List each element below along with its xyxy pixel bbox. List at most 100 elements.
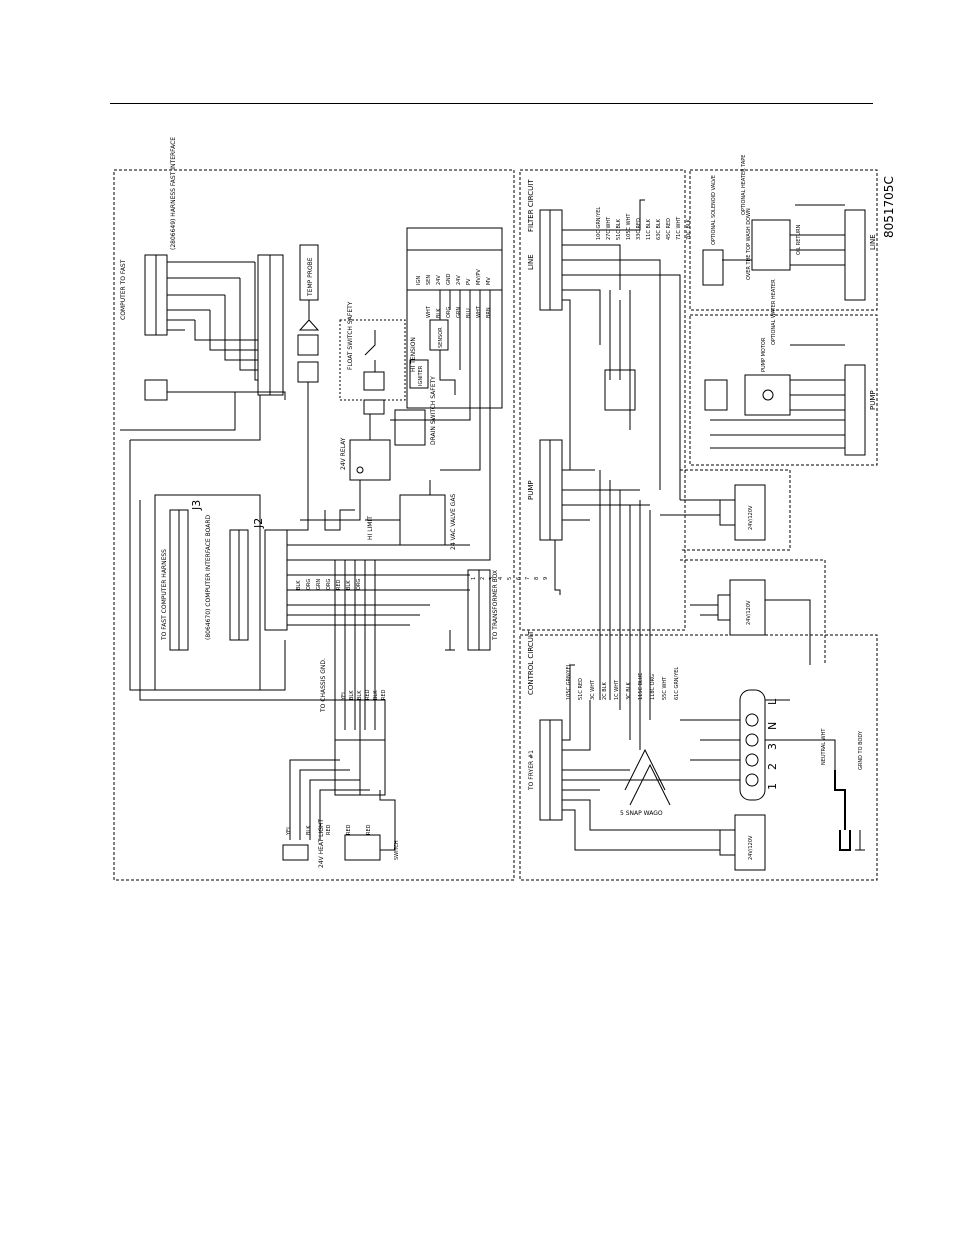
transformer-pin-label: 3 (489, 577, 495, 580)
heat-light-label: 24V HEAT LIGHT (318, 819, 325, 868)
filter-wire-label: 10C GRN/YEL (596, 207, 602, 240)
transformer-pin-label: 5 (507, 577, 513, 580)
light-wire-label: RED (366, 824, 372, 835)
transformer-rating-3: 24V/120V (748, 835, 754, 860)
filter-wire-label: 51C BLK (616, 218, 622, 240)
control-circuit-title: CONTROL CIRCUIT (527, 630, 535, 695)
harness-connector-2pin (144, 379, 168, 401)
filter-circuit-box (519, 169, 686, 631)
filter-wire-label: 27C WHT (606, 216, 612, 240)
hi-tension-box (406, 227, 503, 409)
chassis-wire-label: YEL (341, 691, 347, 701)
igniter-box (409, 359, 429, 389)
transformer-rating-2: 24V/120V (746, 600, 752, 625)
transformer-wire-label: ORG (306, 579, 312, 590)
transformer-pin-label: 8 (534, 577, 540, 580)
light-wire-label: RED (346, 824, 352, 835)
float-switch-label: FLOAT SWITCH SAFETY (347, 301, 354, 370)
filter-wire-label: 33C RED (636, 218, 642, 240)
line-option-label: LINE (869, 234, 877, 250)
gas-pin-label: IGN (416, 276, 422, 285)
transformer-pin-label: 4 (498, 577, 504, 580)
transformer-wire-label: ORG (326, 579, 332, 590)
filter-wire-label: 70C BLK (686, 218, 692, 240)
neutral-label: NEUTRAL WHT (821, 728, 827, 765)
switch (344, 834, 381, 861)
power-cord (834, 770, 851, 851)
to-fryer-label: TO FRYER #1 (528, 750, 535, 791)
filter-wire-label: 105C WHT (626, 213, 632, 240)
terminal-letter-2: 2 (766, 763, 779, 770)
relay-24v (349, 439, 391, 481)
gas-pin-label: SEN (426, 275, 432, 285)
transformer-pin-label: 9 (543, 577, 549, 580)
over-top-wash-label: OVER THE TOP WASH DOWN (746, 208, 752, 280)
control-wire-label: 118C ORG (650, 674, 656, 700)
terminal-letter-3: 3 (766, 743, 779, 750)
gas-pin-label: GND (446, 273, 452, 285)
chassis-wire-label: BLK (373, 690, 379, 700)
gas-wire-label: BRN (486, 307, 492, 318)
gas-valve-label: 24 VAC VALVE GAS (450, 494, 457, 550)
terminal-letter-1: 1 (766, 783, 779, 790)
optional-water-heater-label: OPTIONAL WATER HEATER (771, 279, 777, 345)
control-wire-label: 3C BLK (626, 682, 632, 700)
gas-wire-label: GRN (456, 307, 462, 318)
filter-circuit-title: FILTER CIRCUIT (527, 179, 535, 232)
filter-wire-label: 63C BLK (656, 218, 662, 240)
transformer-pin-label: 2 (480, 577, 486, 580)
transformer-wire-label: RED (336, 579, 342, 590)
control-wire-label: 115C BLUE (638, 673, 644, 700)
control-wire-label: 61C GRN/YEL (674, 667, 680, 700)
drawing-number: 8051705C (882, 176, 896, 238)
transformer-wire-label: BLK (346, 580, 352, 590)
gas-wire-label: BLK (436, 308, 442, 318)
terminal-letter-n: N (766, 722, 779, 730)
control-terminal-strip (539, 719, 551, 821)
gas-wire-label: BLU (466, 308, 472, 318)
snap-wago-label: 5 SNAP WAGO (620, 810, 663, 817)
drain-switch-box (394, 409, 426, 446)
sensor-label: SENSOR (438, 327, 444, 348)
light-wire-label: YEL (286, 826, 292, 836)
control-wire-label: 51C RED (578, 678, 584, 700)
left-panel-box (113, 169, 515, 881)
line-option-box (689, 169, 878, 311)
chassis-wire-label: RED (365, 689, 371, 700)
to-transformer-box-label: TO TRANSFORMER BOX (492, 570, 499, 641)
gas-pin-label: 24V (456, 275, 462, 285)
heat-light (282, 844, 309, 861)
gas-pin-label: MV (486, 277, 492, 285)
filter-wire-label: 71C WHT (676, 216, 682, 240)
transformer-wire-label: ORG (356, 579, 362, 590)
pump-label: PUMP (527, 480, 535, 500)
harness-label: (2806649) HARNESS FAST INTERFACE (170, 137, 177, 250)
switch-label: SWITCH (394, 840, 400, 860)
sensor-box (429, 319, 449, 351)
ground-body-label: GRND TO BODY (858, 730, 864, 770)
to-chassis-gnd-label: TO CHASSIS GND. (320, 658, 327, 713)
pump-option-label: PUMP (869, 390, 877, 410)
gas-pin-label: MV/PV (476, 269, 482, 285)
computer-to-fast-label: COMPUTER TO FAST (120, 259, 127, 320)
pump-motor-label: PUMP MOTOR (761, 337, 767, 372)
transformer-rating-1: 24V/120V (748, 505, 754, 530)
hi-limit-label: HI LIMIT (367, 516, 374, 540)
j3-label: J3 (190, 500, 203, 511)
hi-tension-label: HI TENSION (410, 337, 417, 372)
oil-return-label: OIL RETURN (796, 224, 802, 255)
pump-option-box (689, 314, 878, 466)
light-wire-label: RED (326, 824, 332, 835)
chassis-wire-label: BLK (357, 690, 363, 700)
optional-heater-tape-label: OPTIONAL HEATER TAPE (741, 155, 747, 215)
control-wire-label: 3C WHT (590, 679, 596, 700)
control-wire-label: 105C GRN/YEL (566, 663, 572, 700)
relay-label: 24V RELAY (340, 437, 347, 470)
gas-wire-label: WHT (476, 305, 482, 318)
terminal-letter-l: L (766, 698, 779, 705)
transformer-pin-label: 7 (525, 577, 531, 580)
chassis-wire-label: BLK (349, 690, 355, 700)
control-circuit-box (519, 634, 878, 881)
gas-valve-box (399, 494, 446, 546)
optional-solenoid-label: OPTIONAL SOLENOID VALVE (711, 175, 717, 245)
